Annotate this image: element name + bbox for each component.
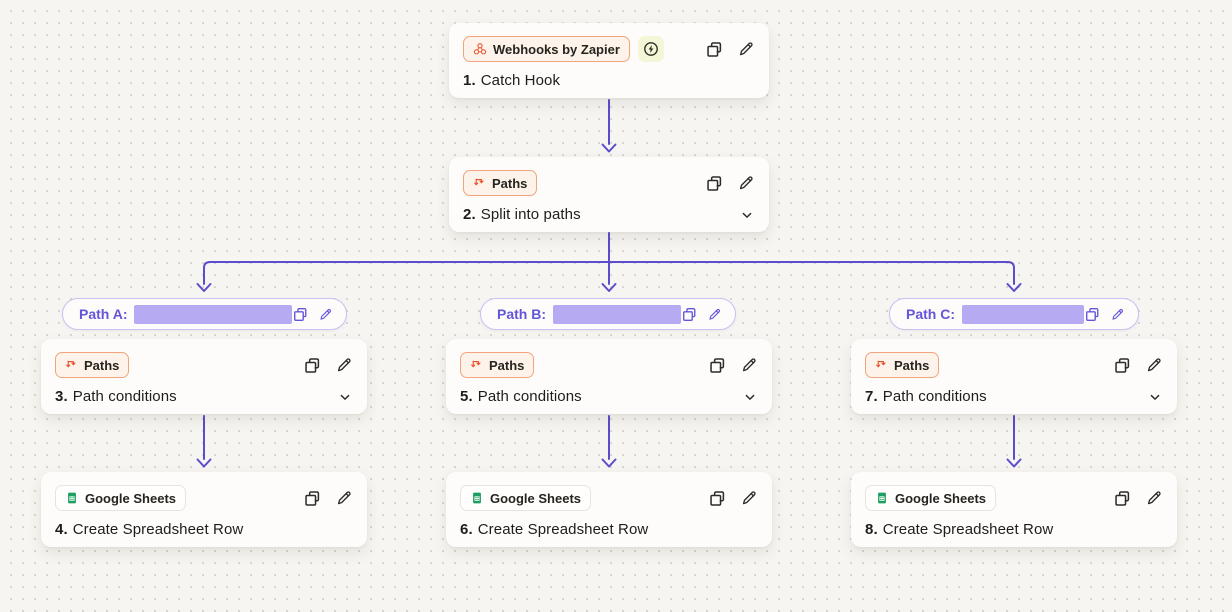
app-badge-label: Google Sheets bbox=[490, 490, 582, 506]
connector-step3-step4-arrowhead bbox=[196, 458, 212, 468]
step-title: Create Spreadsheet Row bbox=[477, 521, 649, 538]
connector-branch-left-arrowhead bbox=[196, 283, 212, 292]
step-card-4-create-spreadsheet-row[interactable]: Google Sheets 4. Create Spreadsheet Row bbox=[41, 472, 367, 547]
pencil-icon[interactable] bbox=[318, 307, 333, 322]
copy-icon[interactable] bbox=[1113, 356, 1132, 375]
paths-split-icon bbox=[876, 360, 886, 367]
copy-icon[interactable] bbox=[303, 356, 322, 375]
copy-icon[interactable] bbox=[705, 174, 724, 193]
connector-step5-step6-arrowhead bbox=[601, 458, 617, 468]
step-number: 5. bbox=[460, 388, 473, 405]
app-badge-label: Google Sheets bbox=[895, 490, 987, 506]
step-title: Path conditions bbox=[477, 388, 582, 405]
app-badge-google-sheets: Google Sheets bbox=[460, 485, 592, 511]
paths-split-icon bbox=[474, 178, 484, 185]
copy-icon[interactable] bbox=[708, 356, 727, 375]
app-badge-label: Paths bbox=[492, 175, 528, 191]
app-badge-label: Google Sheets bbox=[85, 490, 177, 506]
step-card-1-catch-hook[interactable]: Webhooks by Zapier 1. Catch Hook bbox=[449, 23, 769, 98]
connector-branch-left bbox=[203, 261, 610, 285]
path-a-pill[interactable]: Path A: bbox=[62, 298, 347, 330]
step-card-3-path-conditions[interactable]: Paths 3. Path conditions bbox=[41, 339, 367, 414]
app-badge-label: Paths bbox=[489, 357, 525, 373]
paths-split-icon bbox=[471, 360, 481, 367]
copy-icon[interactable] bbox=[292, 306, 309, 323]
paths-split-icon bbox=[66, 360, 76, 367]
pencil-icon[interactable] bbox=[737, 174, 755, 192]
path-c-pill[interactable]: Path C: bbox=[889, 298, 1139, 330]
connector-branch-right bbox=[608, 261, 1015, 285]
step-title: Split into paths bbox=[480, 206, 581, 223]
chevron-down-icon[interactable] bbox=[337, 389, 353, 405]
path-name-highlight[interactable] bbox=[553, 304, 681, 324]
pencil-icon[interactable] bbox=[707, 307, 722, 322]
pencil-icon[interactable] bbox=[335, 356, 353, 374]
copy-icon[interactable] bbox=[681, 306, 698, 323]
step-number: 6. bbox=[460, 521, 473, 538]
path-name-highlight[interactable] bbox=[962, 304, 1084, 324]
connector-step7-step8-arrowhead bbox=[1006, 458, 1022, 468]
pencil-icon[interactable] bbox=[740, 489, 758, 507]
app-badge-paths: Paths bbox=[865, 352, 940, 378]
copy-icon[interactable] bbox=[303, 489, 322, 508]
pencil-icon[interactable] bbox=[1145, 356, 1163, 374]
webhook-icon bbox=[473, 43, 487, 55]
path-label: Path A: bbox=[79, 306, 128, 322]
step-number: 8. bbox=[865, 521, 878, 538]
path-name-highlight[interactable] bbox=[134, 304, 292, 324]
step-title: Create Spreadsheet Row bbox=[882, 521, 1054, 538]
path-label: Path B: bbox=[497, 306, 546, 322]
app-badge-label: Paths bbox=[894, 357, 930, 373]
instant-trigger-badge bbox=[637, 36, 664, 62]
chevron-down-icon[interactable] bbox=[742, 389, 758, 405]
connector-step1-step2-arrowhead bbox=[601, 143, 617, 153]
connector-branch-right-arrowhead bbox=[1006, 283, 1022, 292]
step-number: 4. bbox=[55, 521, 68, 538]
pencil-icon[interactable] bbox=[1110, 307, 1125, 322]
app-badge-paths: Paths bbox=[55, 352, 130, 378]
google-sheets-icon bbox=[472, 492, 482, 504]
chevron-down-icon[interactable] bbox=[1147, 389, 1163, 405]
connector-branch-middle-arrowhead bbox=[601, 283, 617, 292]
app-badge-paths: Paths bbox=[460, 352, 535, 378]
google-sheets-icon bbox=[877, 492, 887, 504]
app-badge-paths: Paths bbox=[463, 170, 538, 196]
step-card-8-create-spreadsheet-row[interactable]: Google Sheets 8. Create Spreadsheet Row bbox=[851, 472, 1177, 547]
copy-icon[interactable] bbox=[708, 489, 727, 508]
step-title: Catch Hook bbox=[480, 72, 561, 89]
pencil-icon[interactable] bbox=[737, 40, 755, 58]
copy-icon[interactable] bbox=[705, 40, 724, 59]
step-number: 3. bbox=[55, 388, 68, 405]
step-number: 7. bbox=[865, 388, 878, 405]
step-card-6-create-spreadsheet-row[interactable]: Google Sheets 6. Create Spreadsheet Row bbox=[446, 472, 772, 547]
step-title: Path conditions bbox=[72, 388, 177, 405]
google-sheets-icon bbox=[67, 492, 77, 504]
copy-icon[interactable] bbox=[1084, 306, 1101, 323]
copy-icon[interactable] bbox=[1113, 489, 1132, 508]
app-badge-google-sheets: Google Sheets bbox=[865, 485, 997, 511]
step-card-5-path-conditions[interactable]: Paths 5. Path conditions bbox=[446, 339, 772, 414]
app-badge-label: Paths bbox=[84, 357, 120, 373]
pencil-icon[interactable] bbox=[740, 356, 758, 374]
app-badge-label: Webhooks by Zapier bbox=[493, 41, 620, 57]
instant-lightning-icon bbox=[644, 42, 658, 56]
step-number: 2. bbox=[463, 206, 476, 223]
app-badge-webhooks: Webhooks by Zapier bbox=[463, 36, 630, 62]
step-title: Path conditions bbox=[882, 388, 987, 405]
path-label: Path C: bbox=[906, 306, 955, 322]
step-card-2-split-into-paths[interactable]: Paths 2. Split into paths bbox=[449, 157, 769, 232]
chevron-down-icon[interactable] bbox=[739, 207, 755, 223]
step-number: 1. bbox=[463, 72, 476, 89]
step-card-7-path-conditions[interactable]: Paths 7. Path conditions bbox=[851, 339, 1177, 414]
step-title: Create Spreadsheet Row bbox=[72, 521, 244, 538]
pencil-icon[interactable] bbox=[335, 489, 353, 507]
path-b-pill[interactable]: Path B: bbox=[480, 298, 736, 330]
app-badge-google-sheets: Google Sheets bbox=[55, 485, 187, 511]
pencil-icon[interactable] bbox=[1145, 489, 1163, 507]
